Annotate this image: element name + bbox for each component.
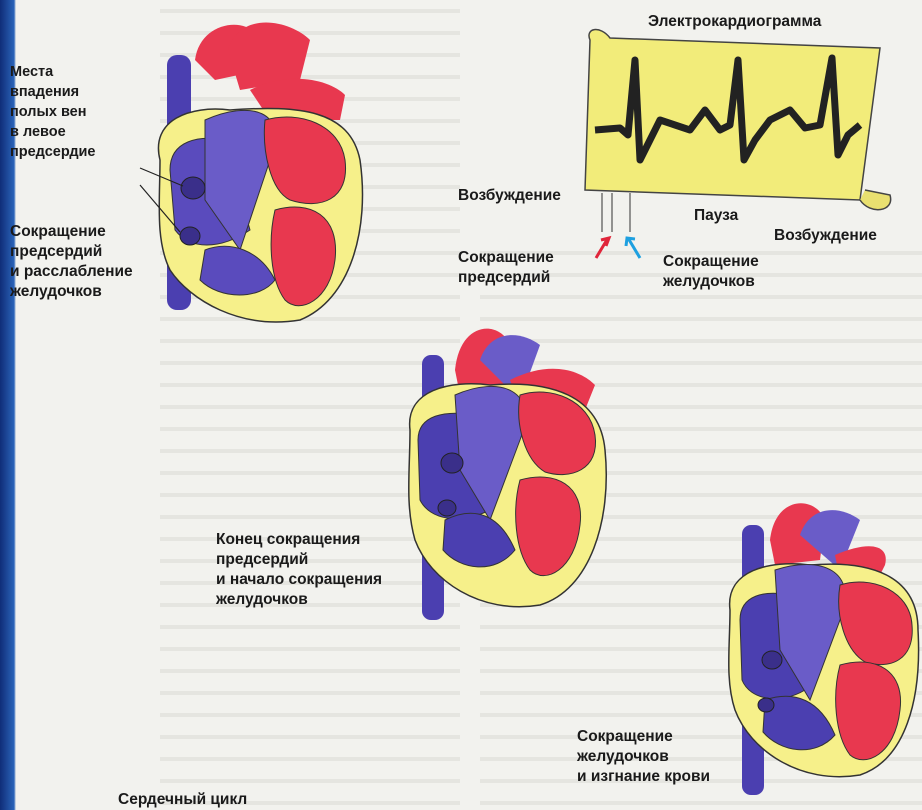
ventricular-ejection-label: Сокращение желудочков и изгнание крови <box>577 727 710 787</box>
atrial-contraction-label: Сокращение предсердий <box>458 248 554 288</box>
end-atrial-stage-label: Конец сокращения предсердий и начало сок… <box>216 530 382 610</box>
vena-cava-label: Места впадения полых вен в левое предсер… <box>10 62 96 162</box>
ventricular-contraction-label: Сокращение желудочков <box>663 252 759 292</box>
excitation-label-1: Возбуждение <box>458 186 561 206</box>
figure-caption: Сердечный цикл <box>118 790 247 810</box>
excitation-label-2: Возбуждение <box>774 226 877 246</box>
atrial-contraction-stage-label: Сокращение предсердий и расслабление жел… <box>10 222 133 302</box>
pause-label: Пауза <box>694 206 738 226</box>
ecg-title: Электрокардиограмма <box>648 12 821 32</box>
